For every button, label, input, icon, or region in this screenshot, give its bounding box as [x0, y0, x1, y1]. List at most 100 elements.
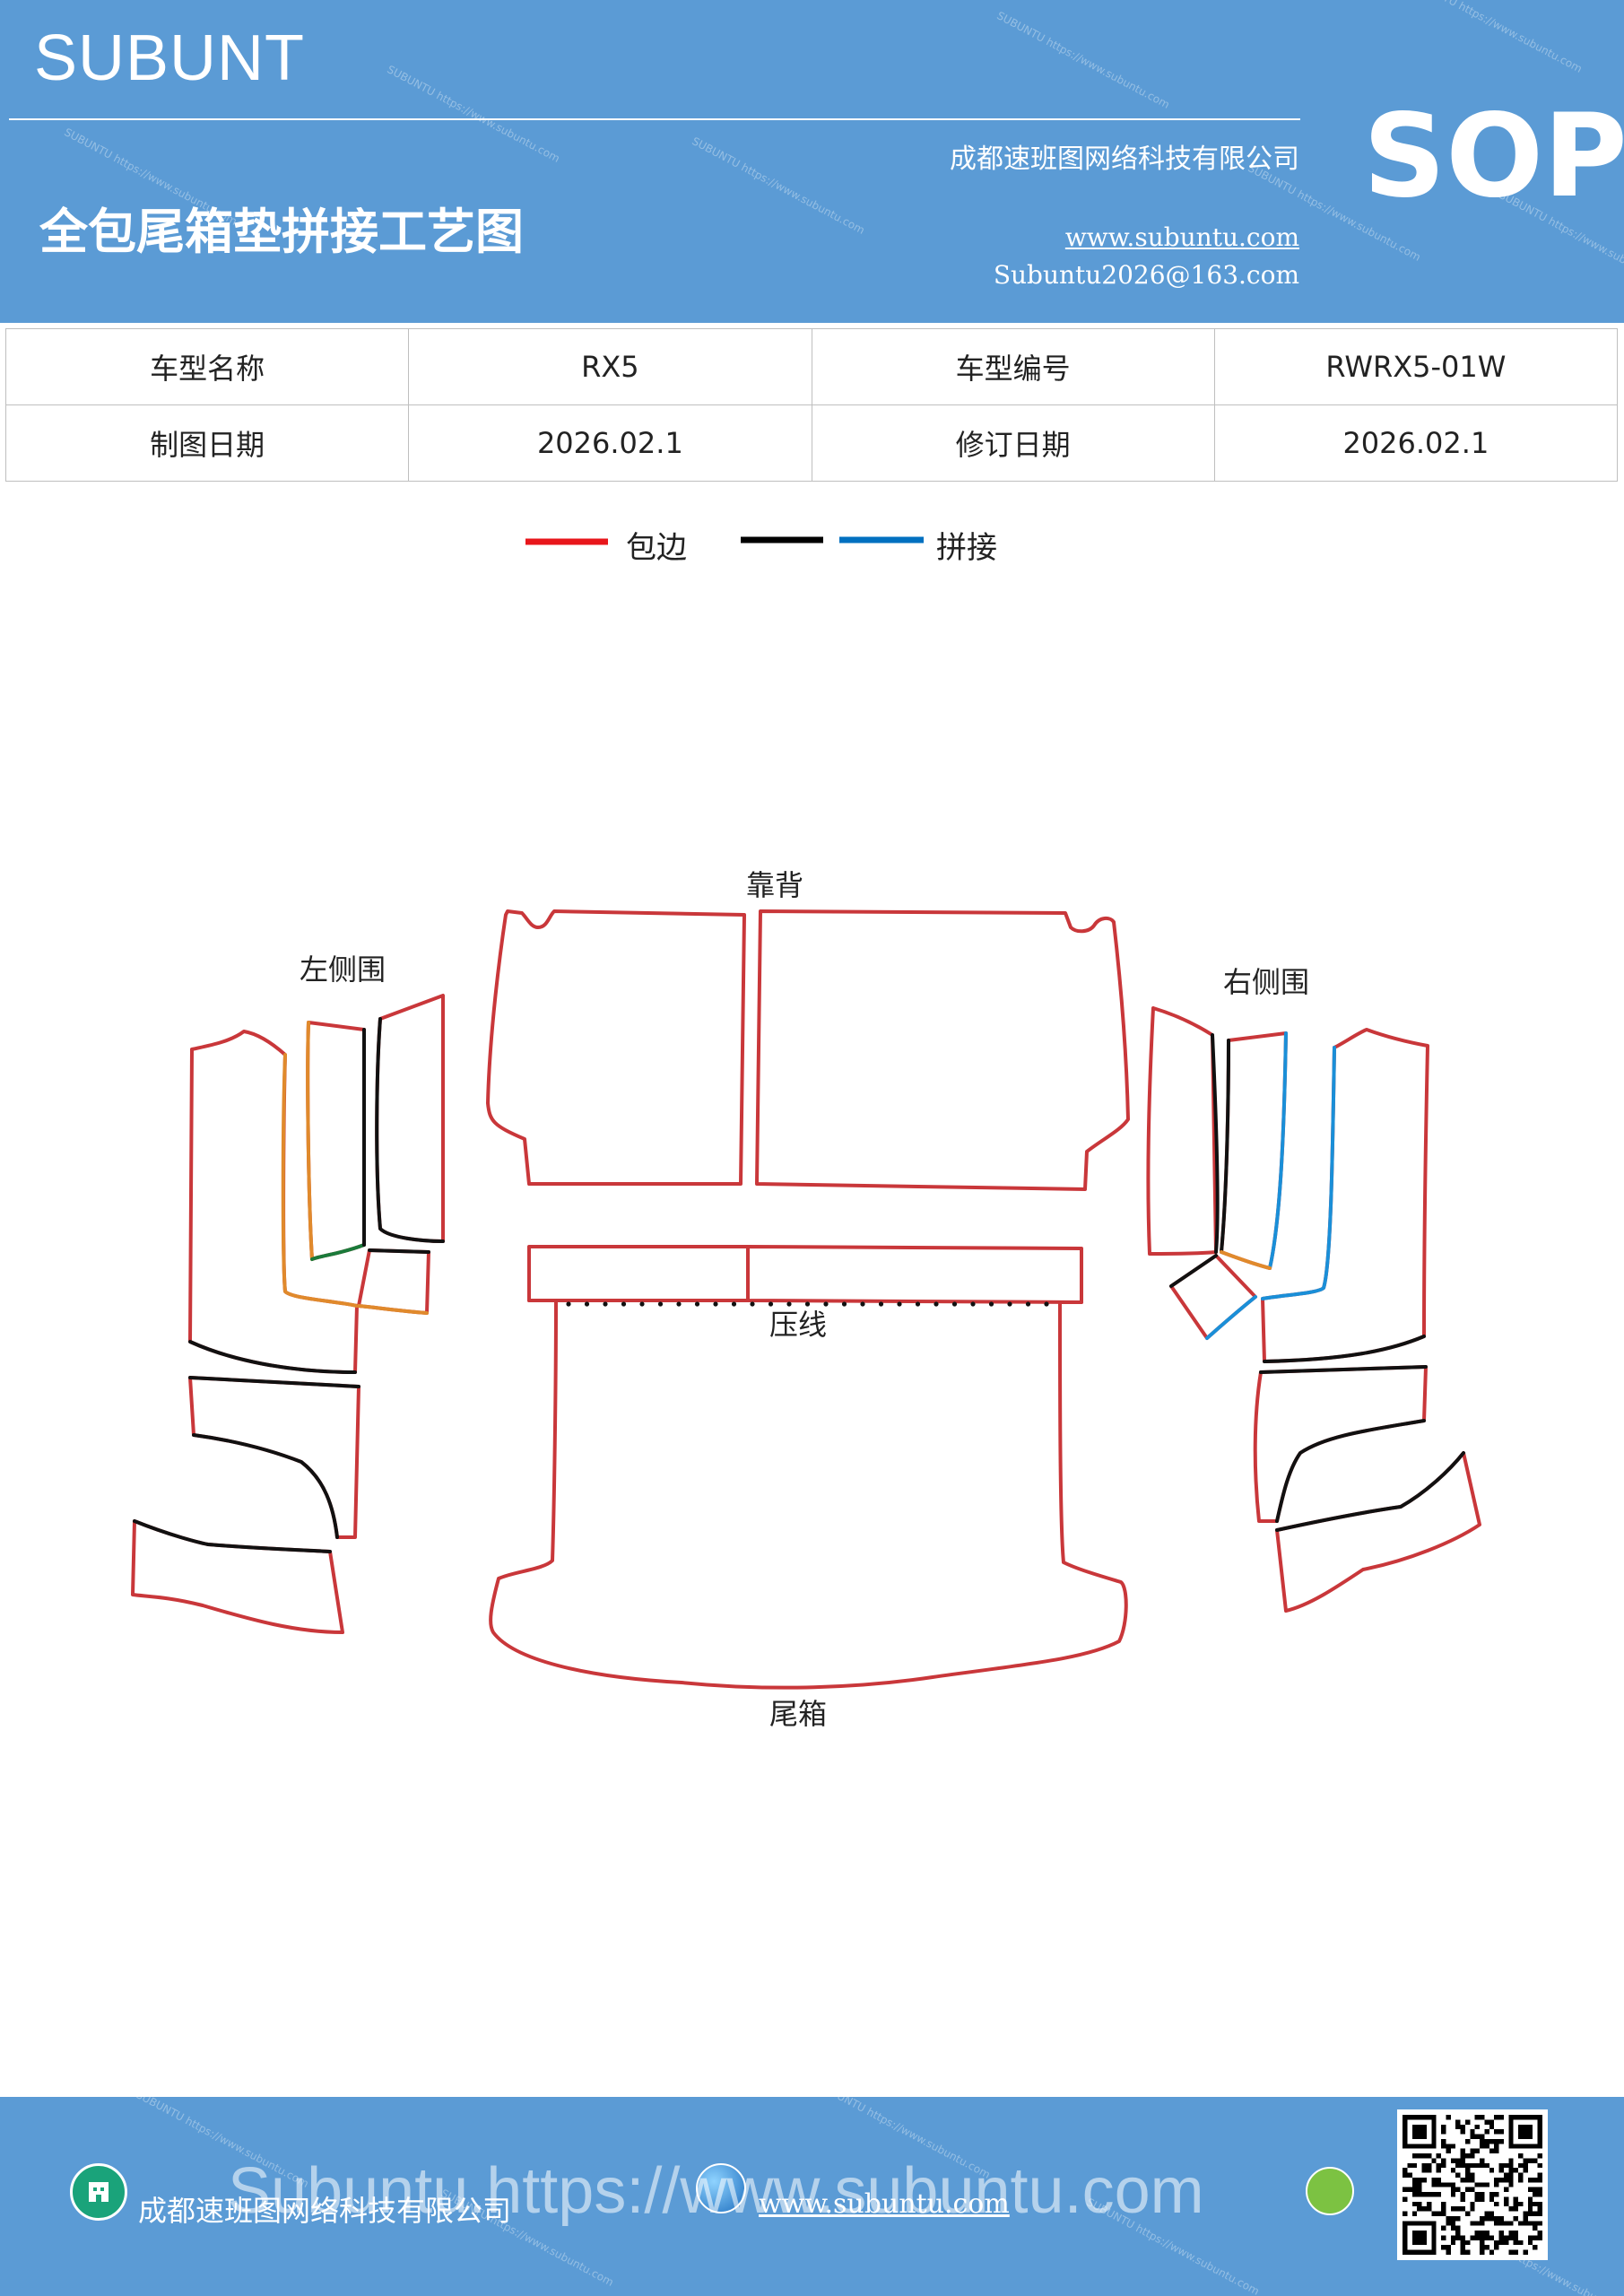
crease-dot — [951, 1301, 958, 1307]
vehicle-info-table: 车型名称 RX5 车型编号 RWRX5-01W 制图日期 2026.02.1 修… — [4, 328, 1619, 482]
footer-banner: SUBUNTU https://www.subuntu.com SUBUNTU … — [0, 2097, 1624, 2296]
crease-dot — [768, 1301, 774, 1307]
crease-dot — [657, 1301, 664, 1307]
crease-dot — [566, 1301, 571, 1307]
crease-dot — [1007, 1301, 1012, 1307]
left-side-seam-green — [310, 1243, 366, 1261]
header-banner: SUBUNTU https://www.subuntu.com SUBUNTU … — [0, 0, 1624, 323]
left-side-seam-1 — [188, 1340, 357, 1374]
watermark: SUBUNTU https://www.subuntu.com — [385, 63, 562, 165]
crease-dot — [584, 1301, 590, 1307]
right-side-seam-blue-3 — [1261, 1046, 1336, 1300]
right-side-panel-1 — [1146, 1006, 1218, 1256]
trunk-front-strip-right — [746, 1245, 1083, 1304]
left-side-panel-2 — [306, 1021, 366, 1261]
crease-dot — [915, 1301, 921, 1307]
crease-dot — [878, 1301, 884, 1307]
left-side-panel-1 — [188, 1030, 359, 1374]
backrest-left-panel — [486, 909, 746, 1186]
crease-dot — [713, 1301, 718, 1307]
header-company: 成都速班图网络科技有限公司 — [950, 144, 1299, 175]
right-side-seam-black-6 — [1275, 1451, 1465, 1532]
splice-diagram: 包边 拼接 靠背 压线 尾箱 左侧围 右侧围 — [131, 530, 1481, 1731]
right-side-seam-black-4 — [1169, 1254, 1218, 1288]
crease-dot — [970, 1301, 976, 1307]
right-side-label: 右侧围 — [1223, 965, 1309, 999]
crease-dot — [621, 1301, 627, 1307]
crease-label: 压线 — [769, 1308, 827, 1342]
crease-dot — [988, 1301, 994, 1307]
footer-company: 成都速班图网络科技有限公司 — [138, 2194, 512, 2228]
header-website-link[interactable]: www.subuntu.com — [1064, 222, 1299, 252]
right-side-panel-4 — [1169, 1254, 1257, 1340]
draw-date-label: 制图日期 — [4, 404, 410, 482]
crease-dot — [639, 1301, 645, 1307]
right-side-seam-black-5 — [1259, 1365, 1428, 1374]
page-title: 全包尾箱垫拼接工艺图 — [39, 203, 524, 260]
left-side-seam-orange-4 — [357, 1304, 429, 1315]
right-side-seam-black-2 — [1220, 1039, 1230, 1254]
left-side-seam-black-5b — [192, 1433, 339, 1539]
header-email: Subuntu2026@163.com — [993, 260, 1299, 290]
model-code-value: RWRX5-01W — [1213, 328, 1619, 405]
watermark: SUBUNTU https://www.subuntu.com — [690, 135, 867, 237]
crease-dot — [786, 1301, 792, 1307]
left-side-label: 左侧围 — [300, 952, 386, 987]
table-row: 车型名称 RX5 车型编号 RWRX5-01W — [4, 328, 1619, 405]
left-side-seam-black-3 — [375, 1017, 445, 1243]
footer-watermark-overlay: Subuntu.https://www.subuntu.com — [228, 2155, 1204, 2227]
watermark: SUBUNTU https://www.subuntu.com — [1407, 0, 1585, 75]
right-side-panel-6 — [1275, 1451, 1481, 1613]
right-side-seam-blue-2 — [1268, 1031, 1288, 1270]
crease-dot — [1025, 1301, 1031, 1307]
revise-date-value: 2026.02.1 — [1213, 404, 1619, 482]
right-side-seam-black-5b — [1275, 1419, 1426, 1523]
wechat-icon — [1306, 2167, 1354, 2215]
crease-dot — [676, 1301, 682, 1307]
model-name-value: RX5 — [408, 328, 812, 405]
crease-dot — [934, 1301, 939, 1307]
backrest-label: 靠背 — [746, 868, 803, 902]
trunk-front-strip — [527, 1245, 750, 1302]
legend-join-label: 拼接 — [936, 530, 997, 566]
footer-website-link[interactable]: www.subuntu.com — [759, 2188, 1010, 2220]
right-side-seam-blue-4 — [1205, 1295, 1257, 1340]
right-side-panel-3 — [1261, 1028, 1429, 1363]
draw-date-value: 2026.02.1 — [408, 404, 812, 482]
crease-dot — [823, 1301, 829, 1307]
crease-dot — [1044, 1301, 1049, 1307]
header-divider — [9, 118, 1300, 120]
right-side-seam-black-3 — [1263, 1335, 1426, 1363]
right-side-seam-orange-2 — [1220, 1250, 1272, 1270]
trunk-main-panel — [489, 1299, 1128, 1690]
left-side-seam-black-6 — [133, 1519, 332, 1553]
left-side-seam-orange-2 — [306, 1021, 314, 1261]
globe-icon — [696, 2163, 746, 2213]
backrest-right-panel — [755, 909, 1130, 1191]
crease-dot — [694, 1301, 700, 1307]
brand-name: SUBUNT — [34, 22, 306, 94]
crease-dot — [603, 1301, 608, 1307]
qr-code — [1397, 2109, 1548, 2260]
crease-dot — [731, 1301, 737, 1307]
left-side-panel-6 — [131, 1519, 344, 1634]
crease-dot — [897, 1301, 902, 1307]
legend-edge-label: 包边 — [626, 530, 687, 566]
left-side-seam-black-5 — [188, 1376, 360, 1388]
right-side-seam-black-1 — [1211, 1033, 1220, 1254]
left-side-panel-3 — [375, 994, 445, 1243]
crease-dot — [804, 1301, 811, 1307]
watermark: SUBUNTU https://www.subuntu.com — [994, 9, 1172, 111]
crease-dot — [750, 1301, 755, 1307]
sop-badge: SOP — [1363, 90, 1624, 223]
revise-date-label: 修订日期 — [811, 404, 1215, 482]
model-code-label: 车型编号 — [811, 328, 1215, 405]
left-side-panel-4 — [357, 1248, 430, 1315]
crease-dot — [841, 1301, 847, 1307]
trunk-label: 尾箱 — [769, 1697, 827, 1731]
left-side-seam-black-4 — [368, 1248, 430, 1254]
left-side-seam-orange-1 — [281, 1053, 359, 1308]
building-icon — [70, 2163, 127, 2221]
crease-dot — [860, 1301, 865, 1307]
model-name-label: 车型名称 — [4, 328, 410, 405]
